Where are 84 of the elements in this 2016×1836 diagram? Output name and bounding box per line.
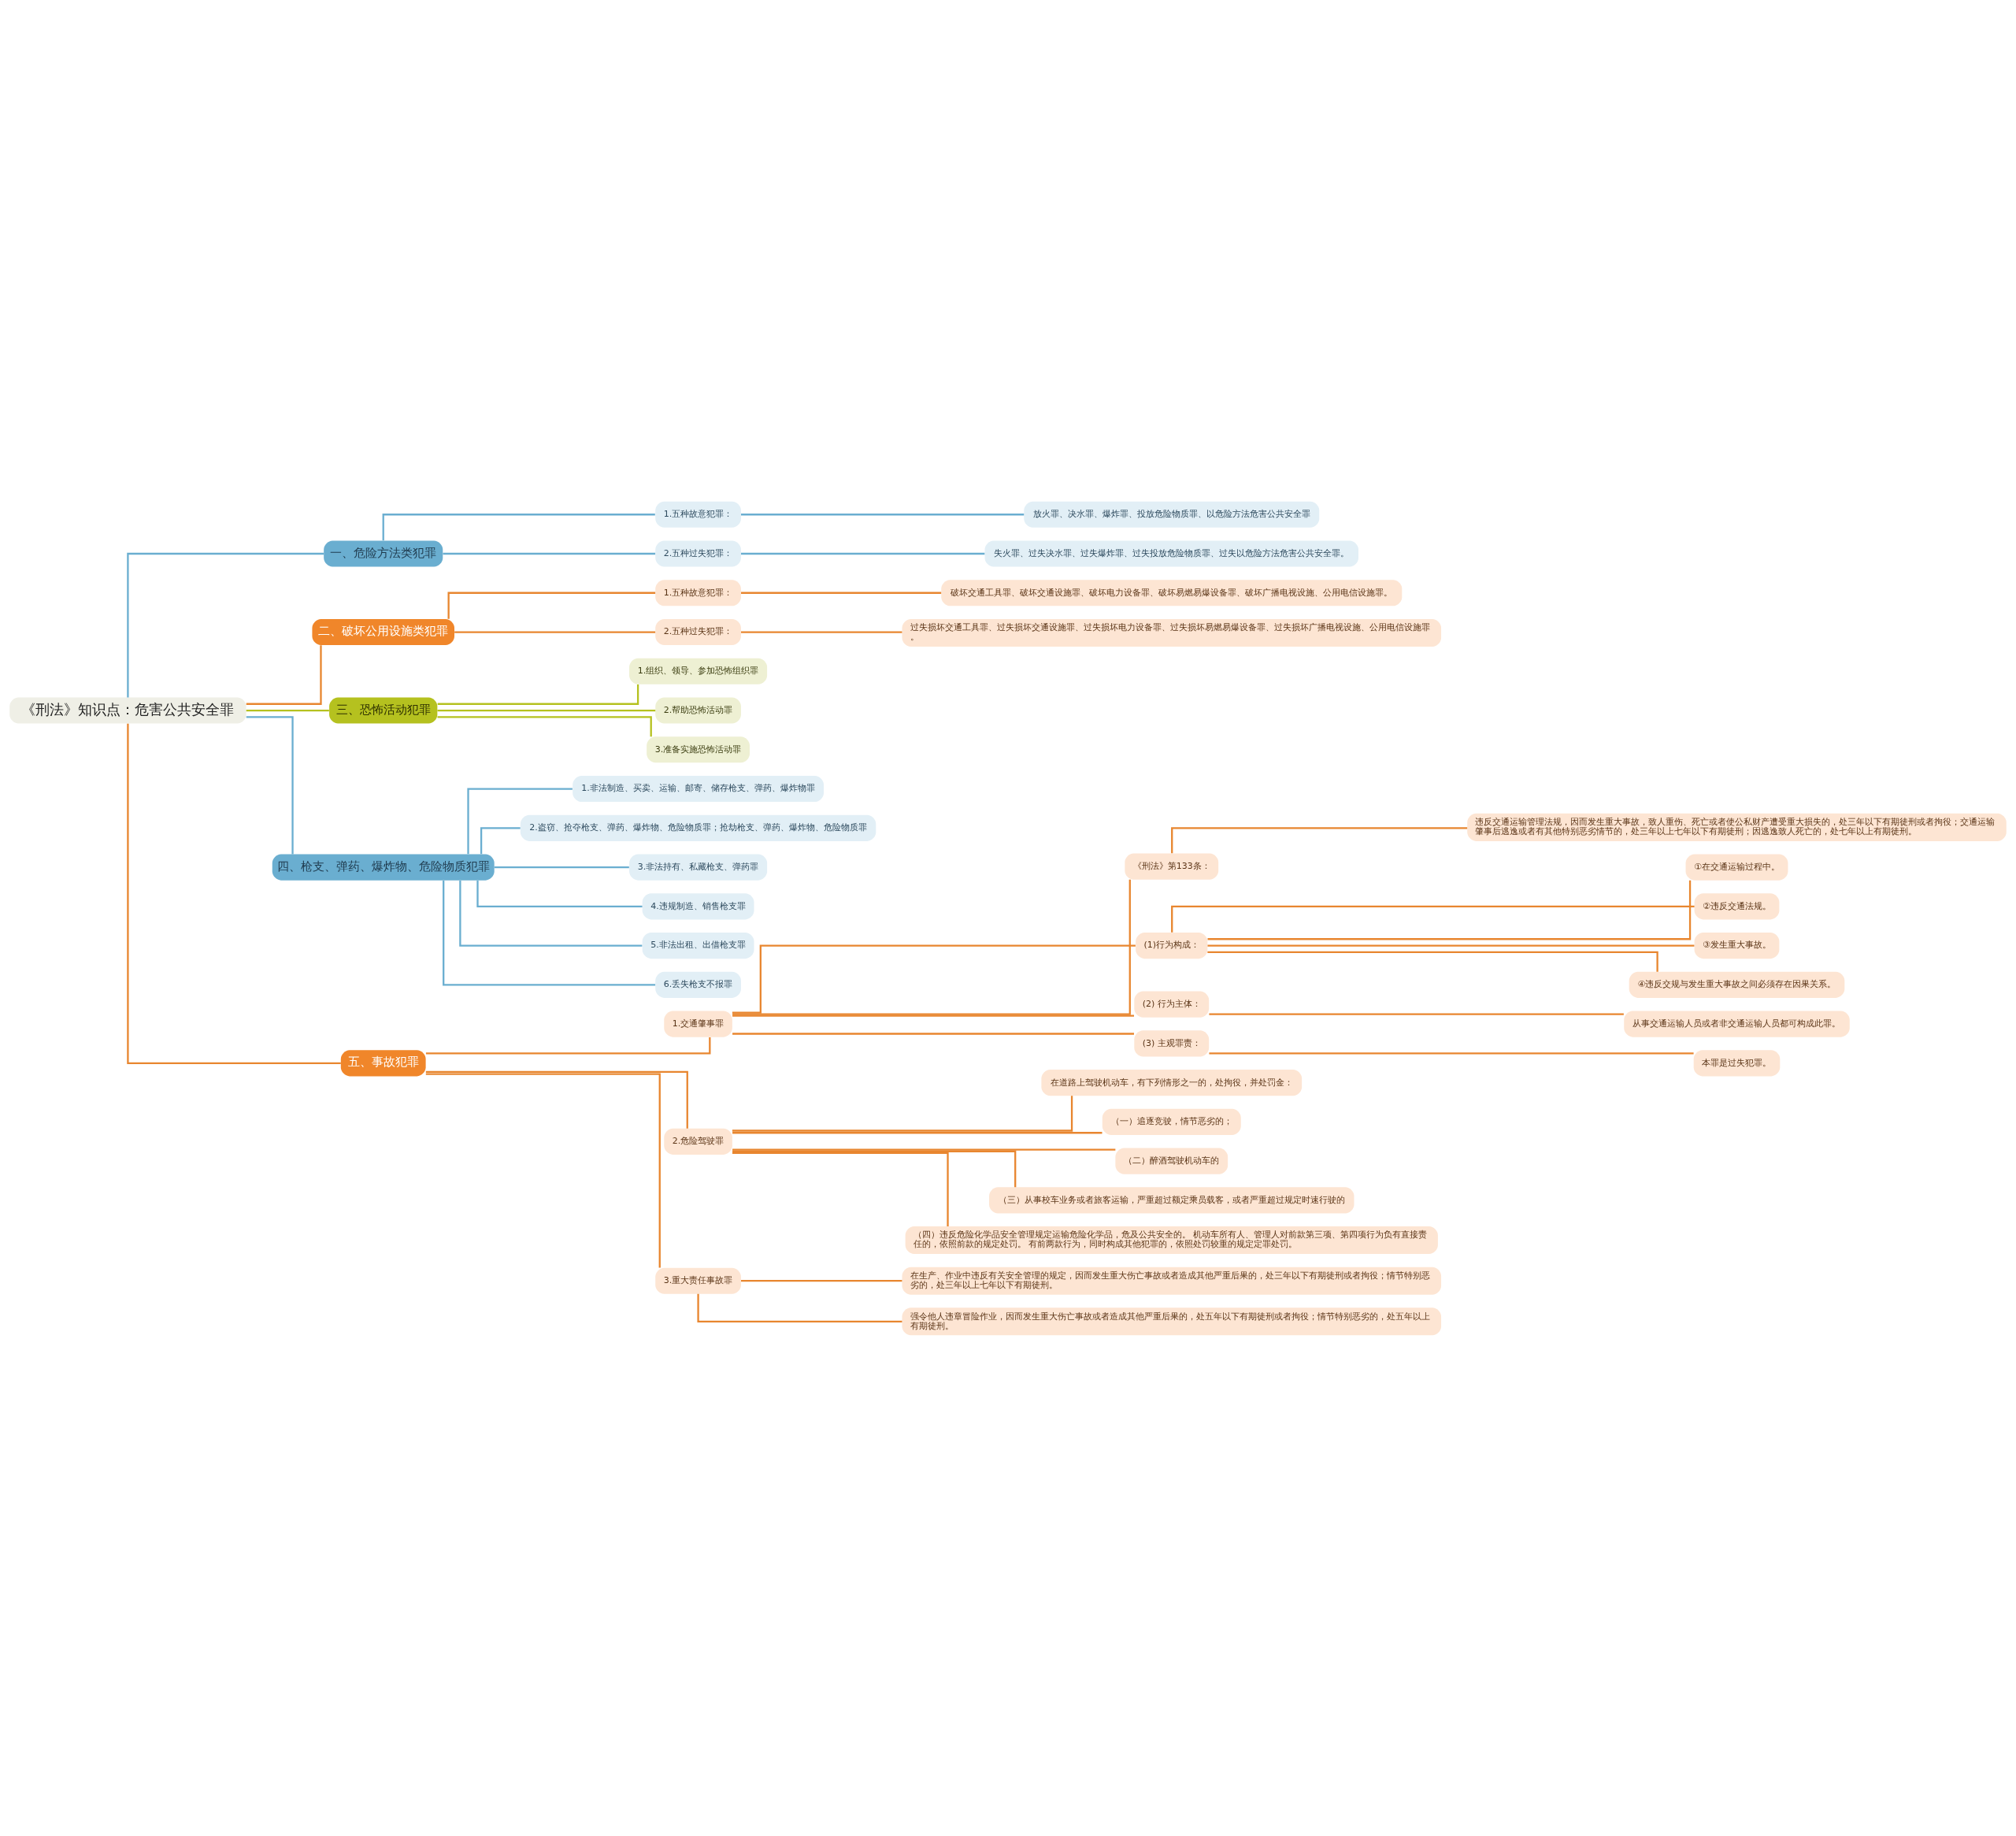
node-box: 1.非法制造、买卖、运输、邮寄、储存枪支、弹药、爆炸物罪 xyxy=(573,775,824,802)
node-box: ④违反交规与发生重大事故之间必须存在因果关系。 xyxy=(1629,971,1845,998)
connector xyxy=(741,592,942,594)
connector xyxy=(741,552,985,555)
node-box: （四）违反危险化学品安全管理规定运输危险化学品，危及公共安全的。 机动车所有人、管理人对前款第三项、第四项行为负有直接责任的，依照前款的规定处罚。 有前两款行为，同时构成其他犯罪的，依照处罚较重的规定定罪处罚。 xyxy=(905,1226,1438,1254)
node-box: （三）从事校车业务或者旅客运输，严重超过额定乘员载客，或者严重超过规定时速行驶的 xyxy=(989,1186,1354,1214)
node-box: 3.非法持有、私藏枪支、弹药罪 xyxy=(629,853,768,881)
connector xyxy=(732,1032,1135,1035)
node-box: 1.组织、领导、参加恐怖组织罪 xyxy=(629,658,768,684)
connector xyxy=(732,1095,1073,1132)
connector xyxy=(443,880,656,985)
node-box: 《刑法》知识点：危害公共安全罪 xyxy=(9,696,246,724)
node-box: 2.五种过失犯罪： xyxy=(655,540,741,567)
connector xyxy=(447,592,656,619)
node-box: (2) 行为主体： xyxy=(1134,991,1210,1018)
node-box: ②违反交通法规。 xyxy=(1694,892,1780,919)
connector xyxy=(1207,944,1695,947)
connector xyxy=(480,826,521,854)
node-box: 放火罪、决水罪、爆炸罪、投放危险物质罪、以危险方法危害公共安全罪 xyxy=(1024,501,1320,528)
node-box: 四、枪支、弹药、爆炸物、危险物质犯罪 xyxy=(272,853,495,881)
connector xyxy=(467,787,573,854)
connector xyxy=(425,1070,688,1129)
connector xyxy=(741,630,902,633)
node-box: 在生产、作业中违反有关安全管理的规定，因而发生重大伤亡事故或者造成其他严重后果的，处三年以下有期徒刑或者拘役；情节特别恶劣的，处三年以上七年以下有期徒刑。 xyxy=(902,1267,1442,1295)
connector xyxy=(741,513,1025,515)
node-box: 强令他人违章冒险作业，因而发生重大伤亡事故或者造成其他严重后果的，处五年以下有期徒刑或者拘役；情节特别恶劣的，处五年以上有期徒刑。 xyxy=(902,1307,1442,1335)
node-box: 2.危险驾驶罪 xyxy=(664,1128,732,1155)
connector xyxy=(732,1131,1102,1133)
node-box: 5.非法出租、出借枪支罪 xyxy=(642,932,754,959)
connector xyxy=(732,944,1136,1014)
node-box: 6.丢失枪支不报罪 xyxy=(655,971,741,998)
node-box: （二）醉酒驾驶机动车的 xyxy=(1115,1148,1228,1174)
node-box: 3.准备实施恐怖活动罪 xyxy=(647,736,750,762)
connector xyxy=(741,1279,902,1281)
connector xyxy=(246,715,294,854)
connector xyxy=(443,552,656,555)
node-box: 破坏交通工具罪、破坏交通设施罪、破坏电力设备罪、破坏易燃易爆设备罪、破坏广播电视设施、公用电信设施罪。 xyxy=(941,579,1403,606)
node-box: ①在交通运输过程中。 xyxy=(1685,853,1788,881)
connector xyxy=(246,644,322,705)
node-box: 1.五种故意犯罪： xyxy=(655,579,741,606)
connector xyxy=(1207,880,1692,940)
connector xyxy=(425,1037,711,1054)
node-box: 三、恐怖活动犯罪 xyxy=(329,696,438,724)
node-box: （一）追逐竞驶，情节恶劣的； xyxy=(1102,1108,1241,1135)
node-box: (3) 主观罪责： xyxy=(1134,1029,1210,1056)
connector xyxy=(1209,1052,1694,1054)
connector xyxy=(437,709,656,711)
connector xyxy=(476,880,643,907)
connector xyxy=(732,879,1131,1015)
connector xyxy=(454,630,656,633)
node-box: 五、事故犯罪 xyxy=(340,1049,426,1076)
node-box: 2.盗窃、抢夺枪支、弹药、爆炸物、危险物质罪；抢劫枪支、弹药、爆炸物、危险物质罪 xyxy=(520,814,876,841)
node-box: 2.帮助恐怖活动罪 xyxy=(655,696,741,724)
connector xyxy=(459,880,643,947)
node-box: ③发生重大事故。 xyxy=(1694,932,1780,959)
node-box: 二、破坏公用设施类犯罪 xyxy=(312,618,454,645)
connector xyxy=(437,684,639,705)
node-box: 3.重大责任事故罪 xyxy=(655,1267,741,1294)
node-box: 《刑法》第133条： xyxy=(1125,853,1219,880)
node-box: 4.违规制造、销售枪支罪 xyxy=(642,892,754,919)
node-box: 失火罪、过失决水罪、过失爆炸罪、过失投放危险物质罪、过失以危险方法危害公共安全罪。 xyxy=(984,540,1358,567)
node-box: (1)行为构成： xyxy=(1136,932,1208,959)
connector xyxy=(246,709,329,711)
node-box: 2.五种过失犯罪： xyxy=(655,618,741,645)
node-box: 过失损坏交通工具罪、过失损坏交通设施罪、过失损坏电力设备罪、过失损坏易燃易爆设备罪、过失损坏广播电视设施、公用电信设施罪。 xyxy=(902,618,1442,647)
connector xyxy=(494,866,629,868)
connector xyxy=(425,1073,661,1267)
connector xyxy=(437,715,652,736)
connector xyxy=(732,1014,1135,1017)
node-box: 违反交通运输管理法规，因而发生重大事故，致人重伤、死亡或者使公私财产遭受重大损失的，处三年以下有期徒刑或者拘役；交通运输肇事后逃逸或者有其他特别恶劣情节的，处三年以上七年以下有期徒刑；因逃逸致人死亡的，处七年以上有期徒刑。 xyxy=(1467,813,2007,841)
connector xyxy=(732,1148,1116,1151)
connector xyxy=(127,723,341,1064)
node-box: 1.交通肇事罪 xyxy=(664,1010,732,1037)
node-box: 从事交通运输人员或者非交通运输人员都可构成此罪。 xyxy=(1624,1010,1850,1037)
connector xyxy=(1207,951,1658,972)
node-box: 本罪是过失犯罪。 xyxy=(1693,1049,1781,1076)
node-box: 一、危险方法类犯罪 xyxy=(324,540,443,567)
connector xyxy=(127,552,324,697)
connector xyxy=(732,1152,949,1226)
node-box: 在道路上驾驶机动车，有下列情形之一的，处拘役，并处罚金： xyxy=(1041,1069,1303,1096)
connector xyxy=(732,1150,1017,1187)
connector xyxy=(1209,1012,1624,1015)
connector xyxy=(1171,905,1695,933)
node-box: 1.五种故意犯罪： xyxy=(655,501,741,528)
